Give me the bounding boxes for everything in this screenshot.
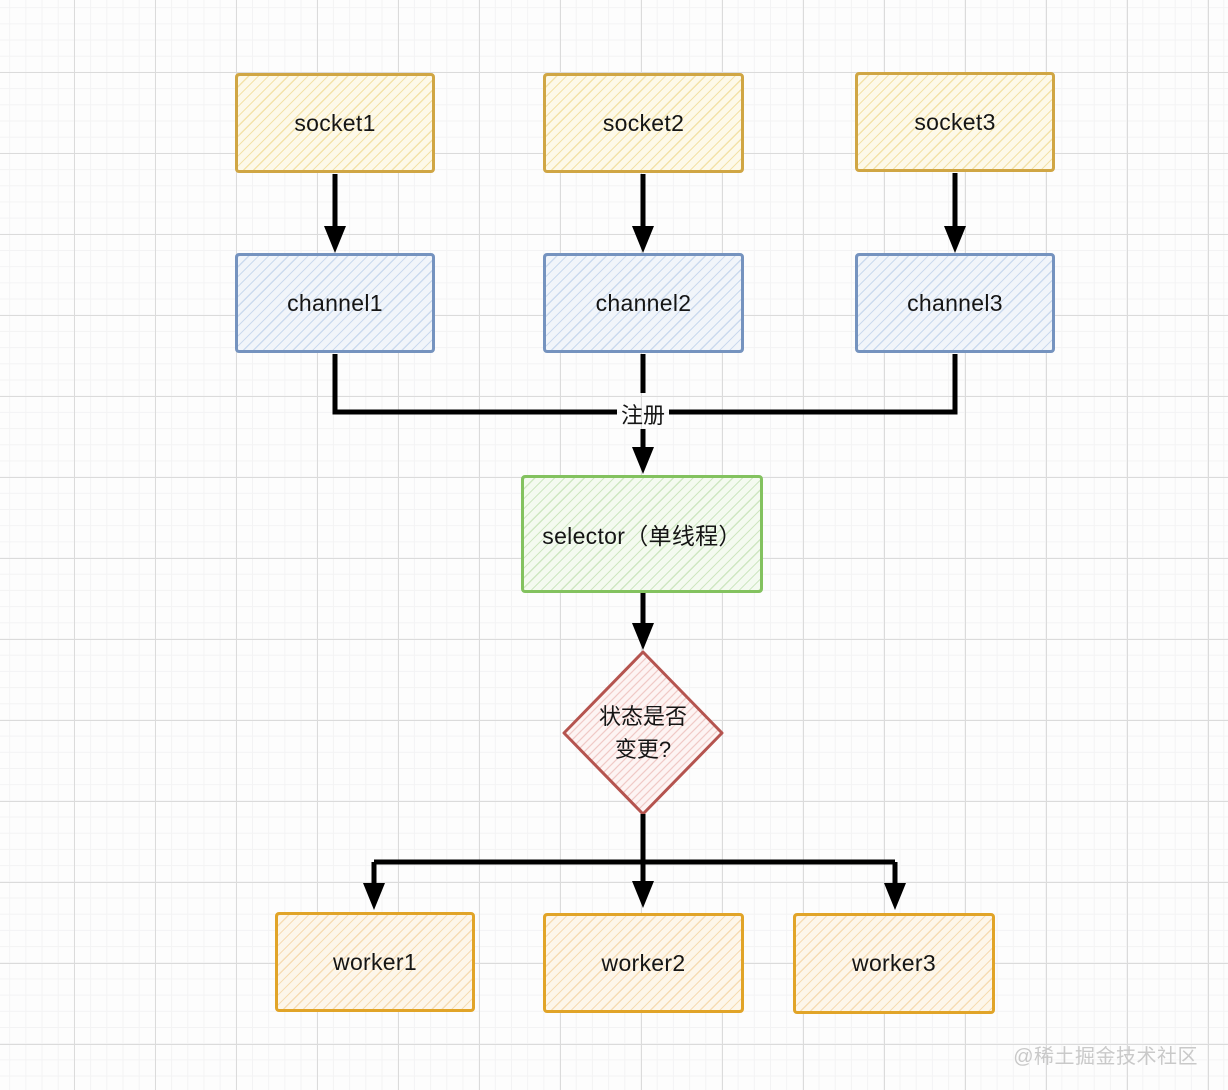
node-worker2-label: worker2 bbox=[601, 949, 686, 976]
arrowhead-channel2 bbox=[632, 226, 654, 253]
node-channel2-label: channel2 bbox=[595, 289, 692, 316]
arrowhead-worker3 bbox=[884, 883, 906, 910]
node-worker3: worker3 bbox=[793, 913, 995, 1014]
node-channel2: channel2 bbox=[543, 253, 744, 353]
node-socket1: socket1 bbox=[235, 73, 435, 173]
node-socket3-label: socket3 bbox=[914, 108, 996, 135]
node-worker1: worker1 bbox=[275, 912, 475, 1012]
node-socket3: socket3 bbox=[855, 72, 1055, 172]
arrowhead-worker2 bbox=[632, 881, 654, 908]
node-selector: selector（单线程） bbox=[521, 475, 763, 593]
arrowhead-channel1 bbox=[324, 226, 346, 253]
node-worker3-label: worker3 bbox=[852, 950, 936, 976]
node-socket2: socket2 bbox=[543, 73, 744, 173]
line-channel1-merge bbox=[332, 354, 617, 415]
node-worker2: worker2 bbox=[543, 913, 744, 1013]
node-worker1-label: worker1 bbox=[333, 948, 417, 975]
arrowhead-decision bbox=[632, 623, 654, 650]
edge-label-register: 注册 bbox=[620, 403, 666, 428]
arrowhead-worker1 bbox=[363, 883, 385, 910]
watermark: @稀土掘金技术社区 bbox=[1013, 1046, 1198, 1068]
arrowhead-selector bbox=[632, 447, 654, 474]
node-channel1: channel1 bbox=[235, 253, 435, 353]
line-channel3-merge bbox=[669, 354, 958, 415]
node-channel3: channel3 bbox=[855, 253, 1055, 353]
arrowhead-channel3 bbox=[944, 226, 966, 253]
node-socket1-label: socket1 bbox=[294, 109, 376, 136]
node-channel3-label: channel3 bbox=[907, 289, 1003, 316]
node-channel1-label: channel1 bbox=[287, 289, 383, 316]
node-selector-label: selector（单线程） bbox=[542, 523, 742, 549]
decision-label: 状态是否 变更? bbox=[598, 704, 688, 762]
node-socket2-label: socket2 bbox=[602, 109, 685, 136]
